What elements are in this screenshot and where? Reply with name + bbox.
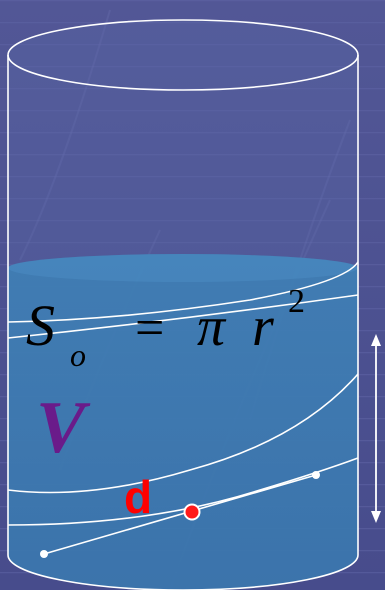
- slant-line: [43, 474, 317, 555]
- area-formula: S o = π r 2: [26, 283, 305, 373]
- helix-back-segment: [7, 294, 359, 339]
- helix-top-segment: [7, 261, 359, 323]
- helix-curves: [7, 261, 359, 526]
- volume-label: V: [36, 387, 91, 469]
- helix-middle-segment: [7, 373, 359, 494]
- formula-exponent: 2: [288, 283, 305, 320]
- formula-r: r: [252, 296, 274, 358]
- formula-equals: =: [135, 300, 164, 357]
- formula-s: S: [26, 293, 55, 358]
- formula-subscript-o: o: [70, 337, 86, 373]
- double-headed-vertical-arrow-icon: [371, 334, 381, 523]
- slant-endpoint-right: [312, 471, 320, 479]
- cylinder-outline: [7, 19, 359, 590]
- helix-lower-segment: [7, 457, 359, 526]
- formula-pi: π: [197, 296, 227, 358]
- bottom-arc: [7, 554, 359, 590]
- water-surface: [8, 254, 358, 282]
- water-volume: [8, 254, 358, 590]
- slant-endpoint-left: [40, 550, 48, 558]
- point-label: d: [124, 471, 152, 523]
- point-d: [183, 503, 201, 521]
